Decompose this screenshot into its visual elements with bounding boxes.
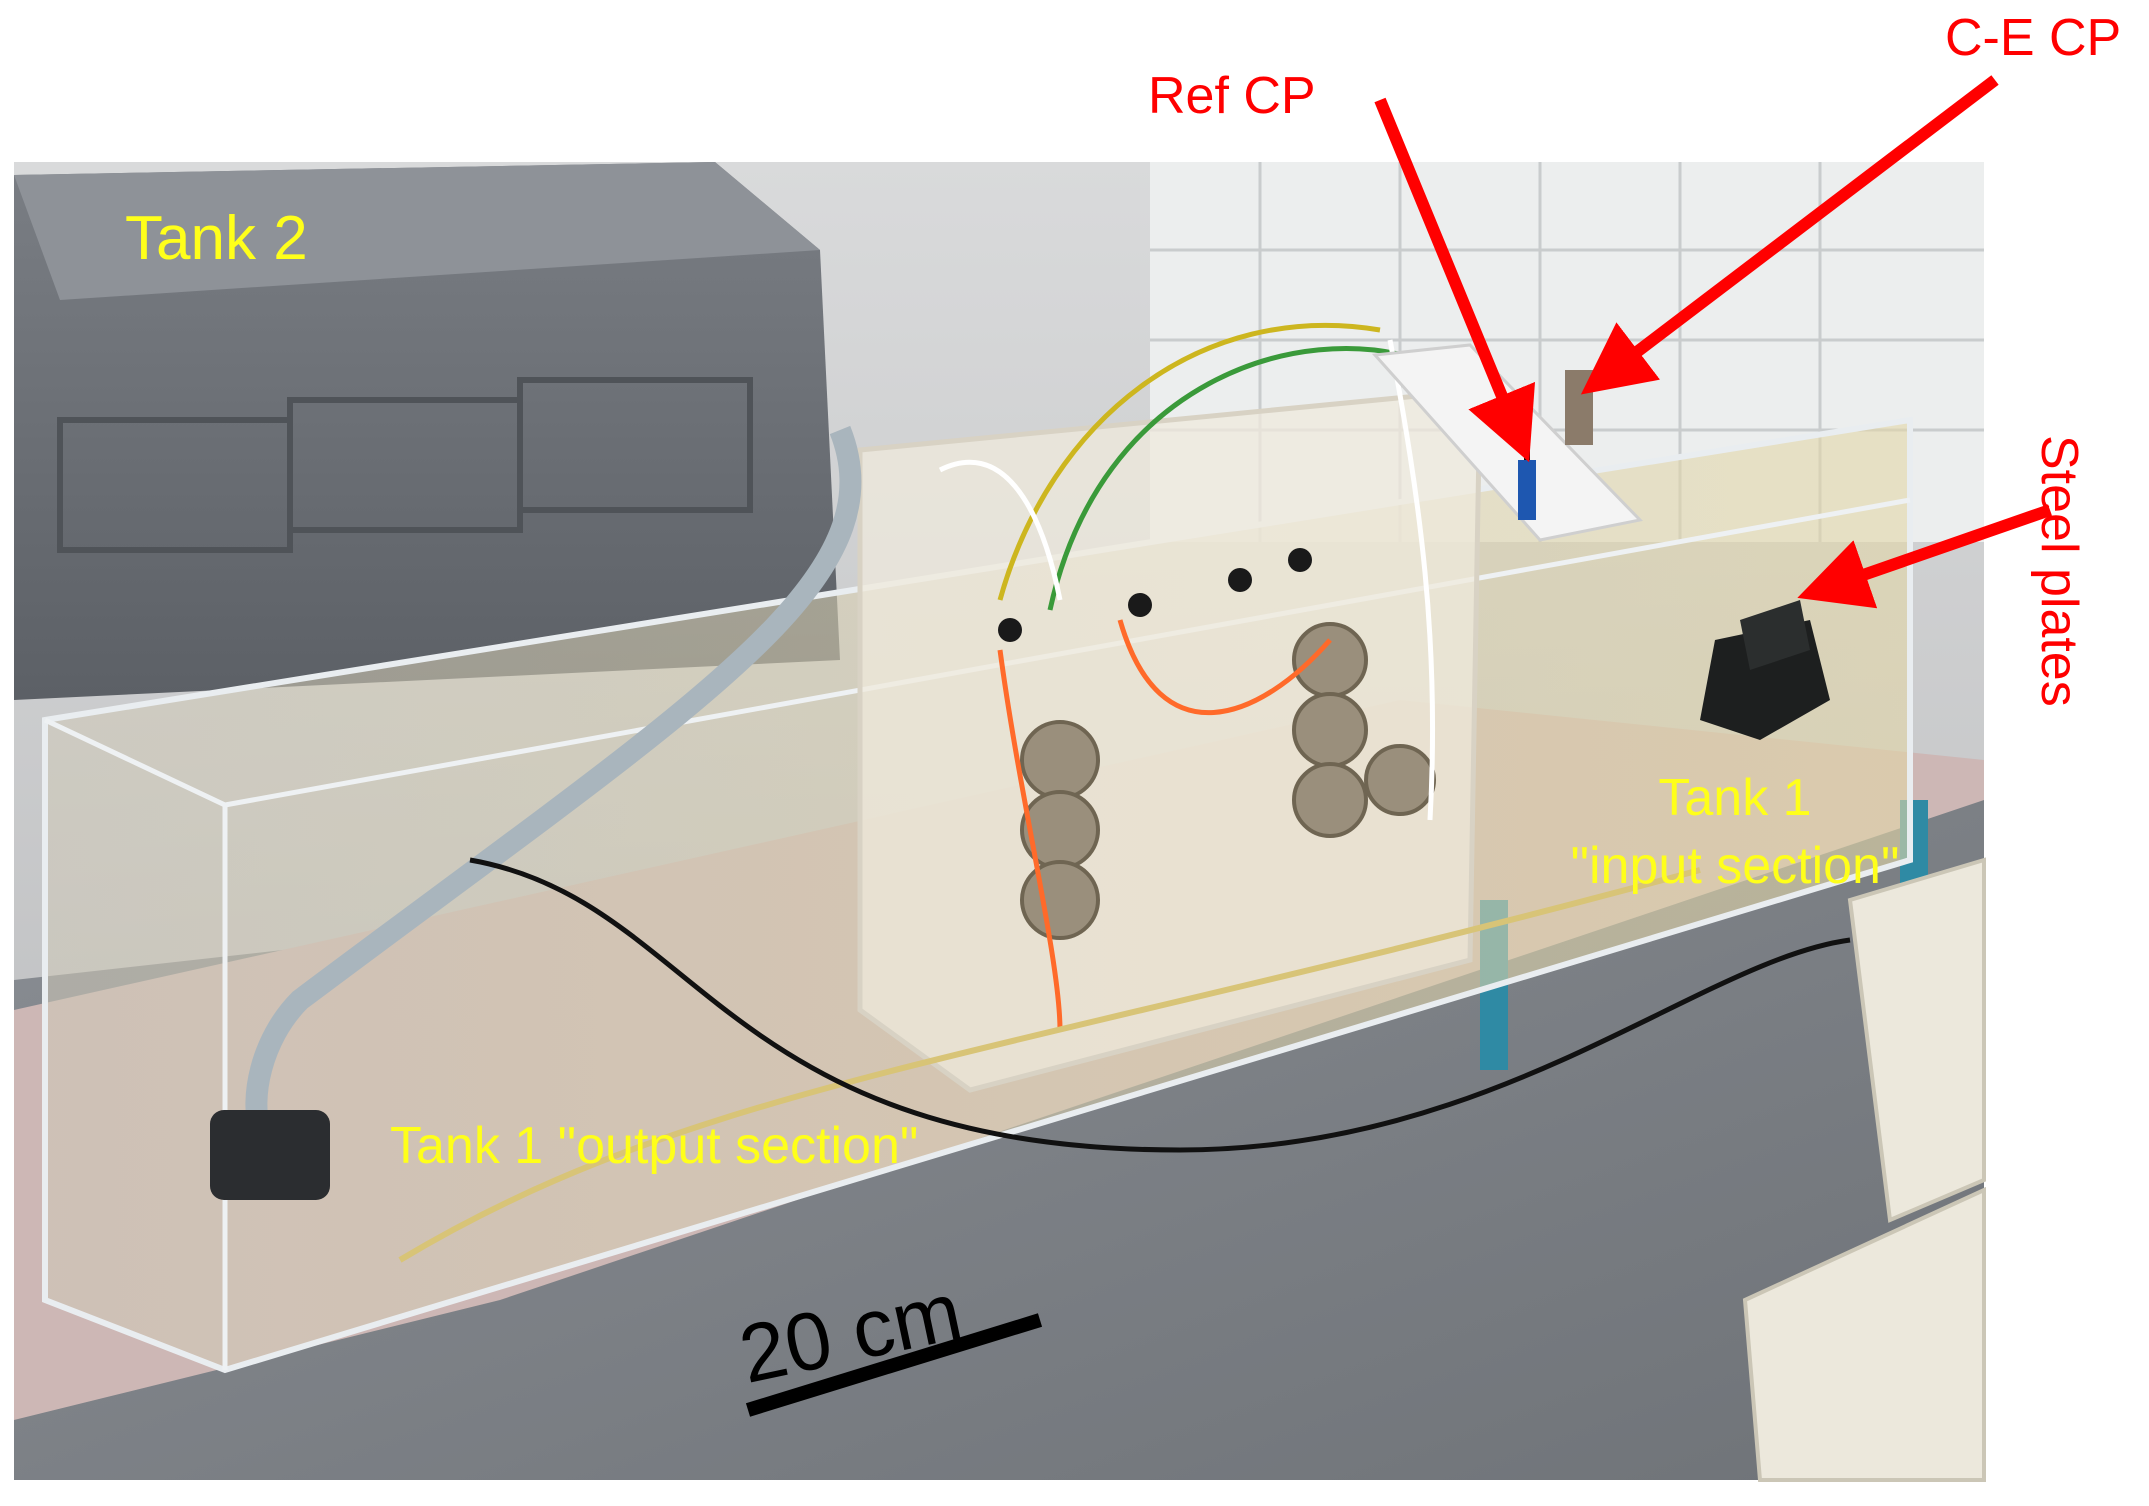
label-tank1-input-line2: "input section" — [1570, 837, 1900, 895]
scale-bar-line — [745, 1313, 1043, 1417]
label-tank-2: Tank 2 — [125, 204, 308, 273]
label-tank1-input-line1: Tank 1 — [1658, 769, 1812, 827]
annotation-arrows — [1374, 75, 2052, 609]
arrow-steel-plates — [1797, 504, 2052, 609]
arrow-ce-cp — [1580, 75, 1999, 395]
label-steel-plates: Steel plates — [2030, 435, 2088, 707]
label-ce-cp: C-E CP — [1945, 9, 2122, 67]
arrow-ref-cp — [1374, 97, 1536, 463]
label-tank1-output: Tank 1 "output section" — [390, 1117, 919, 1175]
label-ref-cp: Ref CP — [1148, 67, 1316, 125]
